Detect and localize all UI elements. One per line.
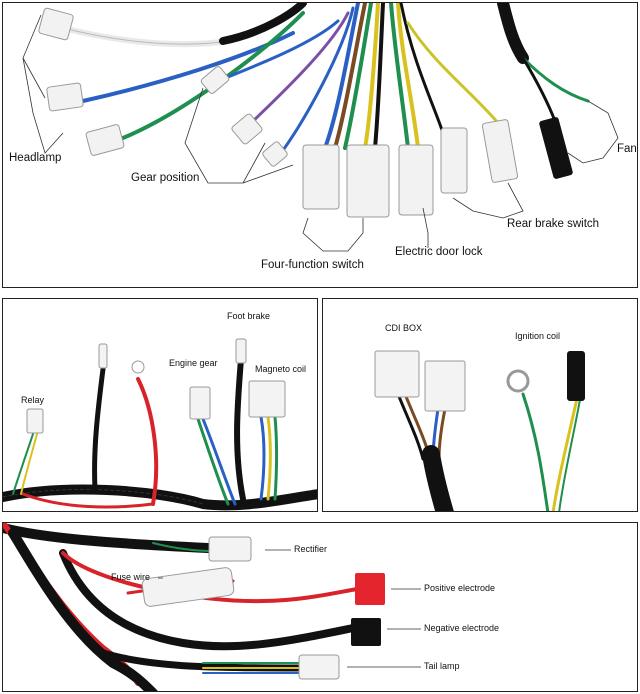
panel-main-harness: Headlamp Gear position Four-function swi… xyxy=(2,2,638,288)
gear-position-label: Gear position xyxy=(131,172,200,184)
four-function-switch-label: Four-function switch xyxy=(261,259,364,271)
positive-electrode-label: Positive electrode xyxy=(424,583,496,593)
tail-lamp-label: Tail lamp xyxy=(424,661,460,671)
ignition-illustration xyxy=(374,350,585,511)
relay-label: Relay xyxy=(21,395,45,405)
fuse-wire-label: Fuse wire xyxy=(111,572,151,582)
electric-door-lock-label: Electric door lock xyxy=(395,246,483,258)
panel-power: Rectifier Fuse wire Positive electrode N… xyxy=(2,522,638,692)
fan-label: Fan xyxy=(617,143,637,155)
rear-brake-switch-label: Rear brake switch xyxy=(507,218,600,230)
engine-side-illustration xyxy=(3,338,317,511)
power-illustration xyxy=(3,523,421,691)
headlamp-label: Headlamp xyxy=(9,152,62,164)
rectifier-label: Rectifier xyxy=(294,544,328,554)
panel-engine-side: Relay Engine gear Foot brake Magneto coi… xyxy=(2,298,318,512)
ignition-coil-label: Ignition coil xyxy=(515,331,561,341)
foot-brake-label: Foot brake xyxy=(227,311,271,321)
engine-gear-label: Engine gear xyxy=(169,358,218,368)
main-harness-illustration xyxy=(22,3,619,252)
panel-ignition: CDI BOX Ignition coil xyxy=(322,298,638,512)
magneto-coil-label: Magneto coil xyxy=(255,364,307,374)
negative-electrode-label: Negative electrode xyxy=(424,623,500,633)
cdi-box-label: CDI BOX xyxy=(385,323,423,333)
